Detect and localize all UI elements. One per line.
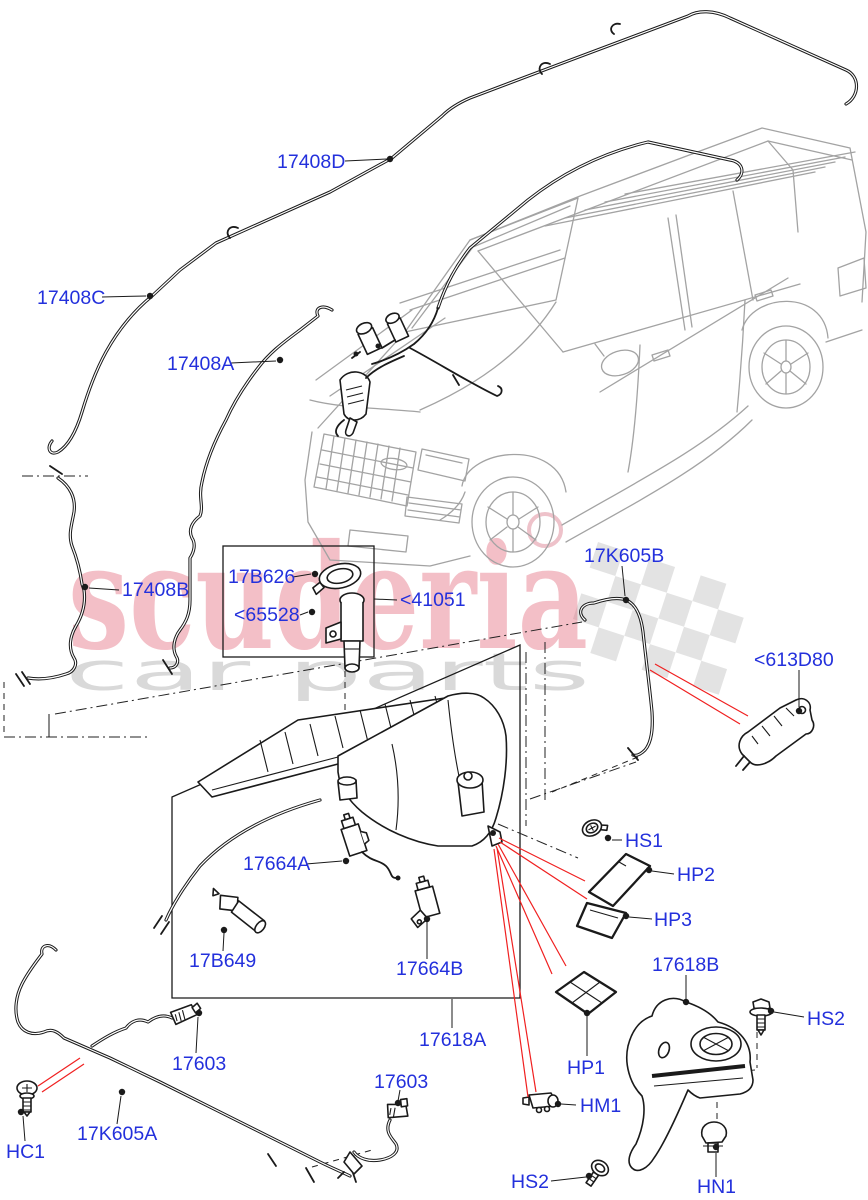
watermark-subtitle-text: car parts xyxy=(65,643,590,703)
callout-17b626: 17B626 xyxy=(228,566,295,588)
hose-17k605b xyxy=(579,596,654,761)
callout-hp3: HP3 xyxy=(654,909,692,931)
callout-hn1: HN1 xyxy=(697,1176,736,1198)
reservoir-assembly xyxy=(153,692,508,935)
hose-17408b xyxy=(15,465,87,687)
hose-17408a xyxy=(162,305,334,675)
callout-hs2-lower: HS2 xyxy=(511,1171,549,1193)
callout-17603-lower: 17603 xyxy=(374,1071,428,1093)
callout-65528: <65528 xyxy=(234,604,300,626)
callout-17b649: 17B649 xyxy=(189,950,256,972)
leader-lines xyxy=(17,155,805,1182)
callout-17k605b: 17K605B xyxy=(584,545,664,567)
watermark-brand-text: scuderia xyxy=(68,513,588,683)
callout-hs1: HS1 xyxy=(625,830,663,852)
screw-hs2-upper xyxy=(749,998,773,1036)
callout-17664a: 17664A xyxy=(243,853,310,875)
callout-hp2: HP2 xyxy=(677,864,715,886)
watermark-wheel-logo xyxy=(527,512,563,548)
pad-hp2 xyxy=(587,852,652,908)
pump-17664a xyxy=(340,812,401,881)
vehicle-outline xyxy=(304,127,867,568)
jet-17b649 xyxy=(212,887,267,934)
callout-hm1: HM1 xyxy=(580,1095,621,1117)
callout-17408c: 17408C xyxy=(37,287,105,309)
hose-roof xyxy=(436,140,744,310)
hose-jet-lower xyxy=(337,1118,399,1179)
screw-hs2-lower xyxy=(585,1159,610,1187)
callout-17k605a: 17K605A xyxy=(77,1123,157,1145)
tank-17618b xyxy=(626,997,754,1172)
watermark: scuderia car parts xyxy=(65,512,744,703)
pad-hp3 xyxy=(575,901,628,940)
callout-17664b: 17664B xyxy=(396,958,463,980)
filter-hp1 xyxy=(554,970,618,1016)
pump-65528 xyxy=(325,592,365,673)
callout-17603-front: 17603 xyxy=(172,1053,226,1075)
reservoir-outlet xyxy=(487,825,503,847)
callout-17408b: 17408B xyxy=(122,579,189,601)
callout-hc1: HC1 xyxy=(6,1141,45,1163)
cap-17b626 xyxy=(312,562,362,596)
hose-17408d xyxy=(47,10,859,455)
engine-bay-washer-parts xyxy=(335,307,503,437)
reservoir-detail-box xyxy=(171,644,521,999)
pump-detail-box xyxy=(222,545,375,658)
callout-17618a: 17618A xyxy=(419,1029,486,1051)
jet-17603-upper xyxy=(169,1002,202,1026)
part-number-labels: 17408D 17408C 17408A 17408B 17B626 <6552… xyxy=(6,151,845,1198)
callout-hp1: HP1 xyxy=(567,1057,605,1079)
washer-hoses xyxy=(14,10,859,1183)
callout-613d80: <613D80 xyxy=(754,649,834,671)
callout-17408d: 17408D xyxy=(277,151,345,173)
pump-detail-parts xyxy=(312,562,365,673)
sensor-hm1 xyxy=(522,1092,559,1114)
callout-hs2-upper: HS2 xyxy=(807,1008,845,1030)
checkered-flag-watermark xyxy=(572,542,744,695)
screw-hs1 xyxy=(581,819,609,837)
construction-lines xyxy=(3,475,758,1168)
callout-17408a: 17408A xyxy=(167,353,234,375)
hose-17k605a xyxy=(14,944,357,1183)
bracket-613d80 xyxy=(735,697,815,771)
callout-41051: <41051 xyxy=(400,589,466,611)
jet-17603-lower xyxy=(386,1097,409,1119)
leader-dots xyxy=(17,155,803,1180)
screw-hc1 xyxy=(16,1080,38,1117)
callout-17618b: 17618B xyxy=(652,954,719,976)
pump-17664b xyxy=(410,875,441,929)
red-reference-lines xyxy=(37,663,749,1098)
